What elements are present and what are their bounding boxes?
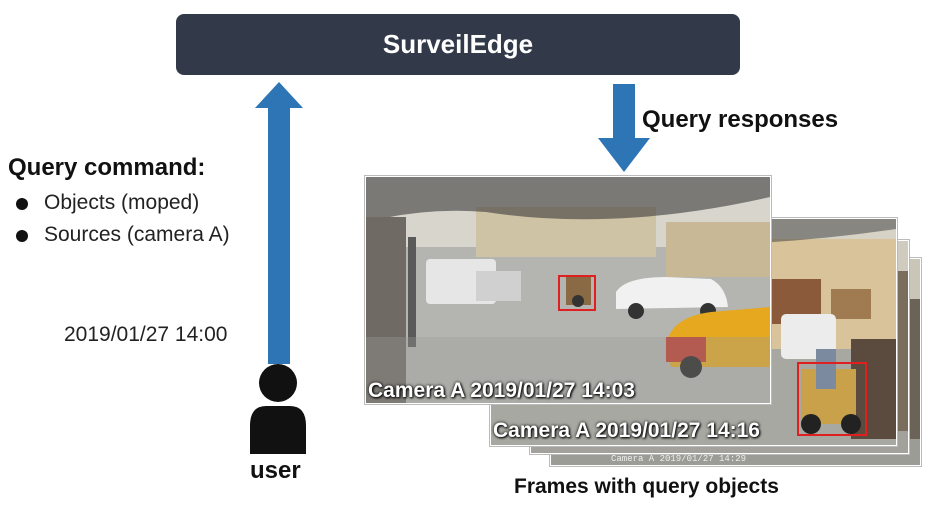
bullet-icon <box>16 198 28 210</box>
system-title: SurveilEdge <box>382 29 534 59</box>
svg-text:Camera A 2019/01/27 14:29: Camera A 2019/01/27 14:29 <box>611 454 746 464</box>
query-command-heading: Query command: <box>8 154 206 181</box>
query-up-arrow <box>255 82 303 364</box>
query-item-sources: Sources (camera A) <box>44 223 230 246</box>
video-frame-1403: Camera A 2019/01/27 14:03 <box>365 176 771 404</box>
detection-box-moped <box>558 275 596 311</box>
query-responses-label: Query responses <box>642 106 839 133</box>
frame-1403-label: Camera A 2019/01/27 14:03 <box>368 379 635 402</box>
user-label: user <box>250 457 301 484</box>
query-timestamp: 2019/01/27 14:00 <box>64 323 228 346</box>
detection-box-moped <box>797 362 867 436</box>
surveiledge-title-bar: SurveilEdge <box>176 14 740 75</box>
query-item-objects: Objects (moped) <box>44 191 200 214</box>
response-down-arrow <box>598 84 650 172</box>
frame-1416-label: Camera A 2019/01/27 14:16 <box>493 419 760 442</box>
frames-caption: Frames with query objects <box>514 475 779 498</box>
user-icon <box>250 364 306 454</box>
bullet-icon <box>16 230 28 242</box>
